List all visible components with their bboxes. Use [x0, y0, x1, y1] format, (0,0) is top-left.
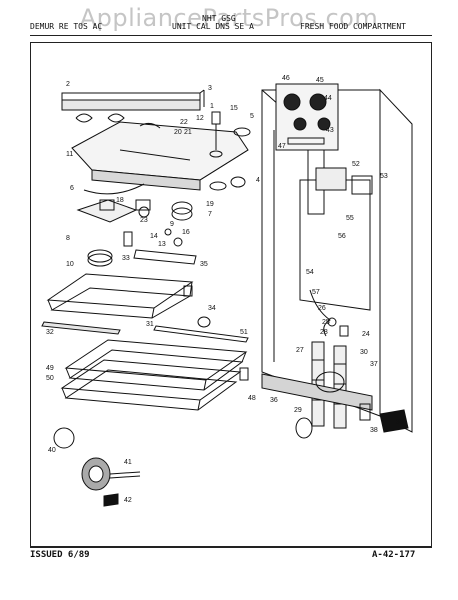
callout-57: 57	[312, 289, 320, 296]
callout-16: 16	[182, 229, 190, 236]
callout-43: 43	[326, 127, 334, 134]
hinge-plate-part	[315, 167, 373, 195]
callout-38: 38	[370, 427, 378, 434]
callout-29: 29	[294, 407, 302, 414]
callout-1: 1	[210, 103, 214, 110]
callout-6: 6	[70, 185, 74, 192]
watermark-text: AppliancePartsPros.com	[79, 4, 379, 32]
callout-28: 28	[320, 329, 328, 336]
callout-25: 25	[322, 319, 330, 326]
callout-40: 40	[48, 447, 56, 454]
callout-32: 32	[46, 329, 54, 336]
callout-53: 53	[380, 173, 388, 180]
crisper-cover-part	[46, 249, 197, 319]
callout-22: 22	[180, 119, 188, 126]
callout-39: 39	[396, 419, 404, 426]
leveling-leg-part	[53, 427, 141, 507]
callout-51: 51	[240, 329, 248, 336]
light-socket-part	[209, 127, 251, 191]
bottom-grille-part	[261, 373, 373, 411]
callout-27: 27	[296, 347, 304, 354]
light-lens-part	[87, 249, 113, 267]
header-left-text: DEMUR RE TOS AC	[30, 22, 103, 31]
callout-45: 45	[316, 77, 324, 84]
callout-12: 12	[196, 115, 204, 122]
drain-tube-part	[309, 289, 349, 337]
diagram-header: DEMUR RE TOS AC NHT GSG UNIT CAL DNS SE …	[30, 14, 430, 34]
footer-rule	[30, 547, 432, 548]
callout-18: 18	[116, 197, 124, 204]
callout-54: 54	[306, 269, 314, 276]
callout-4: 4	[256, 177, 260, 184]
header-right-text: FRESH FOOD COMPARTMENT	[300, 22, 406, 31]
callout-19: 19	[206, 201, 214, 208]
callout-15: 15	[230, 105, 238, 112]
light-control-panel-part	[275, 83, 339, 151]
page-code-text: A-42-177	[372, 550, 416, 560]
callout-33: 33	[122, 255, 130, 262]
callout-20: 20	[174, 129, 182, 136]
callout-11: 11	[66, 151, 73, 158]
shelf-trim-part	[153, 316, 249, 343]
callout-44: 44	[324, 95, 332, 102]
callout-labels: 2 3 1 15 12 22 5 21 20 11 4 6 18 19 7 8 …	[46, 75, 404, 504]
issued-date-text: ISSUED 6/89	[30, 550, 90, 560]
callout-8: 8	[66, 235, 70, 242]
callout-49: 49	[46, 365, 54, 372]
callout-14: 14	[150, 233, 158, 240]
callout-31: 31	[146, 321, 154, 328]
roller-part	[295, 371, 409, 439]
callout-46: 46	[282, 75, 290, 82]
callout-48: 48	[248, 395, 256, 402]
wire-clip-parts	[75, 113, 161, 195]
callout-30: 30	[360, 349, 368, 356]
thermostat-knob-part	[209, 111, 223, 158]
diagram-frame	[30, 42, 432, 547]
header-center-top-text: NHT GSG	[202, 14, 236, 23]
callout-23: 23	[140, 217, 148, 224]
callout-42: 42	[124, 497, 132, 504]
shelf-assembly-part	[60, 339, 249, 411]
callout-5: 5	[250, 113, 254, 120]
callout-21: 21	[184, 129, 192, 136]
callout-36: 36	[270, 397, 278, 404]
callout-24: 24	[362, 331, 370, 338]
callout-35: 35	[200, 261, 208, 268]
callout-47: 47	[278, 143, 286, 150]
callout-34: 34	[208, 305, 216, 312]
trim-strip-part	[41, 321, 121, 335]
callout-37: 37	[370, 361, 378, 368]
control-housing-part	[71, 121, 249, 191]
callout-7: 7	[208, 211, 212, 218]
callout-9: 9	[170, 221, 174, 228]
thermostat-bracket-part	[76, 199, 193, 247]
callout-52: 52	[352, 161, 360, 168]
callout-13: 13	[158, 241, 166, 248]
header-center-text: UNIT CAL DNS SE A	[172, 22, 254, 31]
callout-10: 10	[66, 261, 74, 268]
top-rail-part	[61, 89, 205, 111]
callout-2: 2	[66, 81, 70, 88]
callout-50: 50	[46, 375, 54, 382]
callout-3: 3	[208, 85, 212, 92]
callout-56: 56	[338, 233, 346, 240]
callout-55: 55	[346, 215, 354, 222]
callout-41: 41	[124, 459, 132, 466]
header-rule	[30, 35, 432, 36]
callout-26: 26	[318, 305, 326, 312]
